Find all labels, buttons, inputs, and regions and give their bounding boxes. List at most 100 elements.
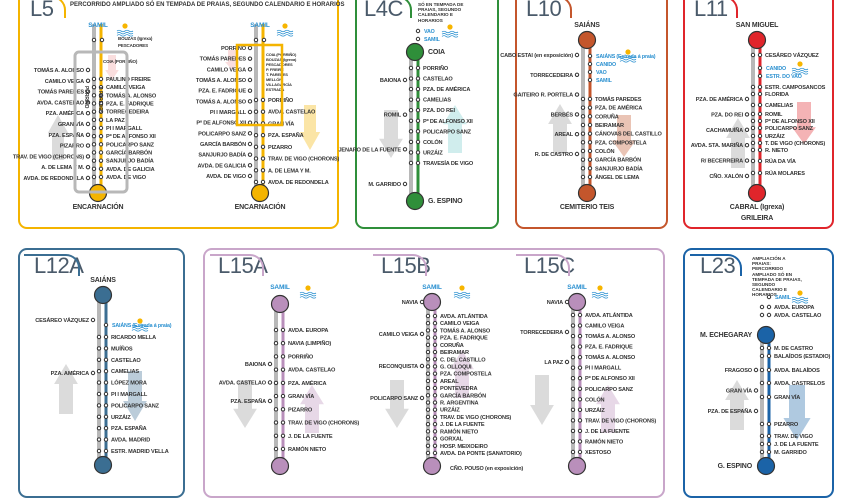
stop-label: BAIONA	[380, 78, 401, 84]
stop-label: TRAV. DE VIGO (CHORONS)	[440, 415, 511, 421]
stop-dot	[425, 450, 431, 456]
stop-dot	[96, 357, 102, 362]
stop-dot	[425, 421, 431, 427]
stop-dot	[425, 436, 431, 441]
stop-dot	[432, 436, 438, 441]
stop-dot	[85, 165, 91, 170]
terminal-stop	[756, 325, 776, 345]
terminal-stop	[747, 30, 767, 50]
terminal-stop	[756, 456, 776, 476]
badge-arc	[210, 254, 264, 276]
stop-dot	[419, 331, 425, 337]
stop-dot	[247, 67, 253, 72]
stop-dot	[103, 322, 109, 328]
waves-icon	[791, 67, 809, 71]
stop-label: PZA. COMPOSTELA	[440, 372, 492, 378]
stop-dot	[247, 131, 253, 136]
stop-label: PZA. ESPAÑA	[268, 132, 304, 139]
stop-dot	[577, 428, 583, 434]
stop-dot	[408, 76, 414, 81]
stop-dot	[425, 335, 431, 340]
stop-label: PZA. AMÉRICA	[288, 379, 327, 387]
stop-label: AVDA. DE GALICIA	[106, 167, 155, 173]
stop-dot	[425, 443, 431, 448]
stop-dot	[253, 109, 259, 114]
stop-dot	[425, 378, 431, 384]
direction-arrow-down-icon	[792, 102, 816, 144]
terminal-label: G. ESPINO	[718, 463, 753, 470]
stop-dot	[91, 76, 97, 82]
stop-dot	[574, 132, 580, 137]
stop-label: PI I MARGALL	[106, 126, 143, 132]
stop-dot	[260, 97, 266, 103]
stop-dot	[247, 99, 253, 104]
stop-dot	[103, 346, 109, 351]
stop-label: SANJURJO BADÍA	[198, 151, 246, 159]
stop-dot	[408, 108, 414, 113]
stop-dot	[580, 140, 586, 145]
stop-dot	[98, 93, 104, 98]
terminal-stop	[567, 292, 587, 312]
waves-icon	[453, 294, 471, 297]
panel-l5	[18, 0, 339, 229]
stop-dot	[267, 361, 273, 367]
stop-dot	[425, 400, 431, 405]
stop-dot	[408, 65, 414, 71]
panel-l4c	[355, 0, 499, 229]
stop-dot	[273, 420, 279, 425]
stop-dot	[432, 414, 438, 420]
stop-label: AVDA. DA PONTE (SANATORIO)	[440, 451, 522, 457]
stop-label: LA PAZ	[106, 118, 125, 124]
waves-icon	[131, 329, 149, 332]
stop-dot	[98, 109, 104, 114]
stop-dot	[415, 76, 421, 81]
stop-label: A. DE LEMA Y M.	[268, 168, 311, 174]
beach-stop-label: SAMIL	[88, 22, 108, 29]
stop-dot	[425, 342, 431, 348]
stop-label: POLICARPO SANZ	[111, 403, 160, 409]
stop-dot	[570, 439, 576, 444]
stop-dot	[757, 84, 763, 90]
stop-dot	[432, 385, 438, 391]
terminal-stop	[93, 455, 113, 475]
stop-dot	[570, 397, 576, 402]
stop-dot	[425, 407, 431, 412]
stop-dot	[766, 294, 772, 300]
waves-icon	[299, 294, 317, 297]
stop-label: TOMÁS A. ALONSO	[196, 77, 247, 84]
stop-dot	[91, 174, 97, 180]
stop-dot	[577, 354, 583, 360]
stop-label: URZÁIZ	[111, 414, 131, 421]
stop-label: ESTR. MADRID VELLA	[111, 449, 169, 455]
stop-dot	[273, 354, 279, 359]
stop-dot	[757, 102, 763, 108]
stop-dot	[96, 369, 102, 374]
alternate-route-loop	[73, 50, 129, 194]
stop-dot	[580, 157, 586, 162]
stop-dot	[98, 125, 104, 131]
direction-arrow-down-icon	[299, 105, 321, 150]
stop-dot	[577, 439, 583, 444]
stop-dot	[96, 346, 102, 351]
stop-dot	[415, 118, 421, 123]
stop-dot	[425, 328, 431, 333]
terminal-label: SAIÁNS	[574, 20, 600, 29]
stop-label: AREAL	[554, 132, 573, 138]
stop-label: CASTELAO	[423, 77, 453, 83]
stop-dot	[425, 371, 431, 376]
beach-stop-label: SAIÁNS (Estrada á praia)	[596, 53, 656, 60]
stop-label: HOSP. MEIXOEIRO	[440, 444, 488, 450]
stop-dot	[580, 114, 586, 119]
stop-label: AVDA. DE REDONDELA	[268, 180, 329, 186]
stop-label: AVDA. EUROPA	[774, 305, 814, 311]
direction-arrow-up-icon	[54, 364, 78, 414]
stop-dot	[580, 148, 586, 154]
stop-dot	[759, 312, 765, 318]
extra-stop-label: ESTRADA	[266, 87, 285, 92]
stop-label: POLICARPO SANZ	[585, 387, 634, 393]
stop-dot	[267, 398, 273, 404]
stop-dot	[757, 158, 763, 164]
stop-dot	[570, 407, 576, 413]
waves-icon	[791, 72, 809, 75]
extra-stop-label: PESCADORES	[118, 43, 148, 48]
